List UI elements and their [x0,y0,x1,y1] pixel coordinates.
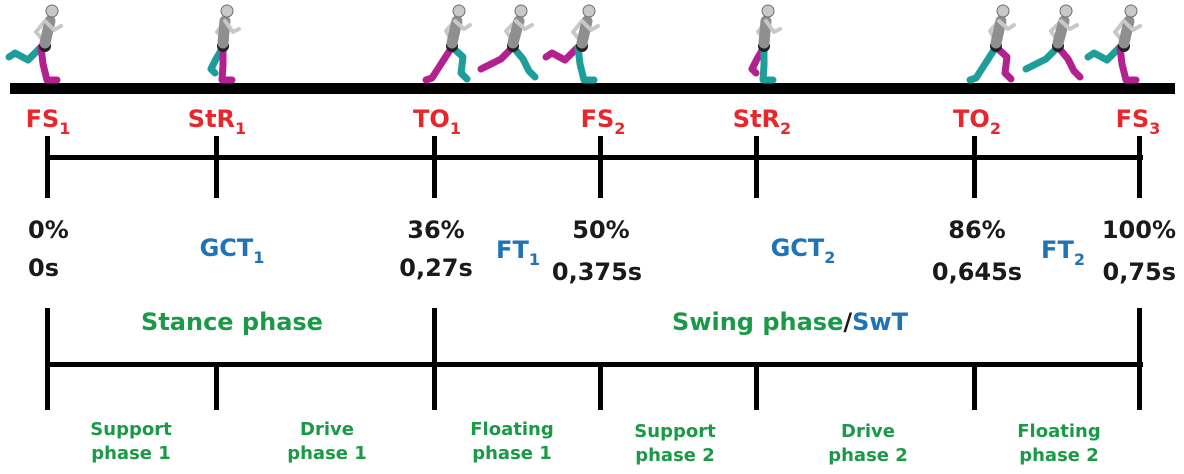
interval-label: FT2 [1041,236,1085,269]
event-labels: FS1 StR1 TO1 FS2 StR2 TO2 FS3 [26,105,1161,138]
runner-flight-icon [1022,4,1084,81]
runner-foot-strike-icon [1084,4,1142,84]
runner-foot-strike-icon [542,4,600,84]
event-tick [972,136,977,198]
marker-percent: 36% [407,216,464,244]
phase-tick [45,308,50,410]
time-markers: 0% 0s 36% 0,27s 50% 0,375s 86% 0,645s 10… [28,216,1176,286]
event-label: StR1 [188,105,246,138]
runner-flight-icon [477,4,539,81]
event-label: FS1 [26,105,71,138]
runner-toe-off-icon [966,4,1016,84]
marker-percent: 86% [948,216,1005,244]
event-tick [754,136,759,198]
stance-phase-label: Stance phase [141,308,323,336]
event-timeline-line [47,155,1143,160]
subphase-tick [754,362,759,410]
event-label: TO2 [953,105,1001,138]
runner-foot-strike-icon [5,4,63,84]
runner-figures [5,4,1142,84]
phase-tick [1137,308,1142,410]
marker-time: 0,645s [932,258,1022,286]
event-timeline [45,136,1143,198]
event-tick [214,136,219,198]
event-label: FS2 [581,105,626,138]
event-tick [45,136,50,198]
interval-label: FT1 [496,236,540,269]
interval-label: GCT1 [200,234,265,267]
phase-tick [432,308,437,410]
marker-percent: 0% [28,216,69,244]
marker-time: 0,27s [399,254,473,282]
runner-toe-off-icon [422,4,472,84]
marker-time: 0,375s [552,258,642,286]
subphase-tick [598,362,603,410]
phase-timeline-line [47,362,1143,367]
event-tick [432,136,437,198]
event-label: StR2 [733,105,791,138]
marker-percent: 100% [1102,216,1176,244]
ground-line [10,83,1175,94]
marker-time: 0,75s [1103,258,1177,286]
subphase-tick [972,362,977,410]
event-label: TO1 [413,105,461,138]
marker-time: 0s [28,254,59,282]
marker-percent: 50% [572,216,629,244]
runner-stance-icon [748,4,782,84]
subphase-tick [214,362,219,410]
event-tick [1137,136,1142,198]
interval-labels: GCT1 FT1 GCT2 FT2 [200,234,1085,269]
event-tick [598,136,603,198]
interval-label: GCT2 [771,234,836,267]
swing-phase-label: Swing phase/SwT [672,308,909,336]
phase-timeline [45,308,1143,410]
runner-stance-icon [207,4,241,84]
event-label: FS3 [1116,105,1161,138]
